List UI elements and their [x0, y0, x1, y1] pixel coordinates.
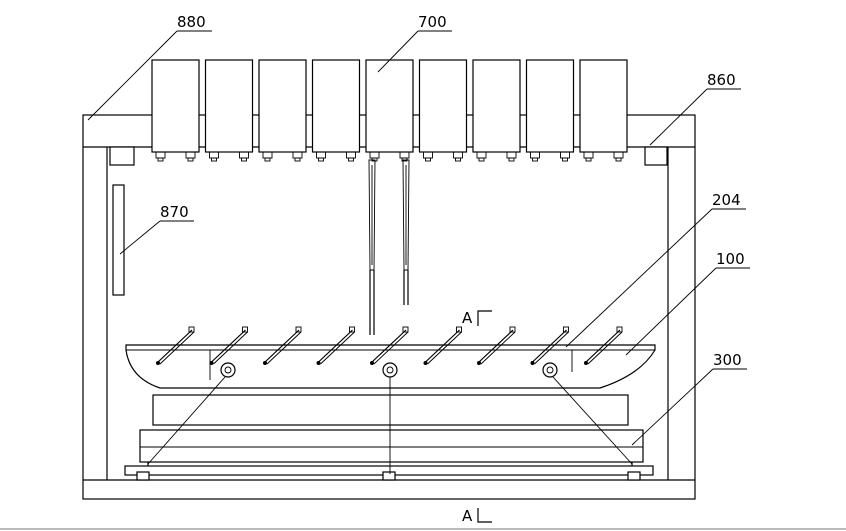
rod: [263, 326, 302, 365]
pulley-right: [542, 362, 558, 378]
base-lower-plate: [139, 429, 644, 463]
module: [151, 59, 200, 162]
probe-rods: [368, 159, 410, 335]
section-mark-bottom-label: A: [462, 507, 473, 525]
module: [204, 59, 254, 162]
rod: [316, 326, 355, 365]
module: [365, 59, 414, 162]
modules-row: [151, 59, 628, 162]
rod: [209, 326, 248, 365]
section-mark-bottom: A: [462, 507, 492, 525]
corner-block-right: [644, 146, 668, 166]
module: [311, 59, 361, 162]
label-880: 880: [177, 13, 206, 31]
pulleys: [220, 362, 558, 378]
module: [472, 59, 521, 162]
module: [258, 59, 307, 162]
tray: [125, 344, 656, 389]
module: [525, 59, 575, 162]
rod: [370, 326, 409, 365]
label-100: 100: [716, 250, 745, 268]
tray-body: [125, 344, 656, 389]
base: [124, 394, 654, 481]
base-upper-plate: [152, 394, 629, 426]
rod: [423, 326, 462, 365]
section-mark-top: A: [462, 309, 492, 327]
side-panel: [112, 184, 125, 296]
callouts: 880 700 860 870 204 100 300: [87, 13, 750, 446]
rods: [156, 326, 623, 365]
section-mark-top-label: A: [462, 309, 473, 327]
module: [579, 59, 628, 162]
label-700: 700: [418, 13, 447, 31]
frame: [82, 114, 696, 500]
rod: [530, 326, 569, 365]
pulley-left: [220, 362, 236, 378]
label-870: 870: [160, 203, 189, 221]
rod: [584, 326, 623, 365]
corner-block-left: [109, 146, 135, 166]
label-300: 300: [713, 351, 742, 369]
label-204: 204: [712, 191, 741, 209]
label-860: 860: [707, 71, 736, 89]
rod: [477, 326, 516, 365]
rod: [156, 326, 195, 365]
cables: [147, 376, 633, 474]
module: [418, 59, 468, 162]
